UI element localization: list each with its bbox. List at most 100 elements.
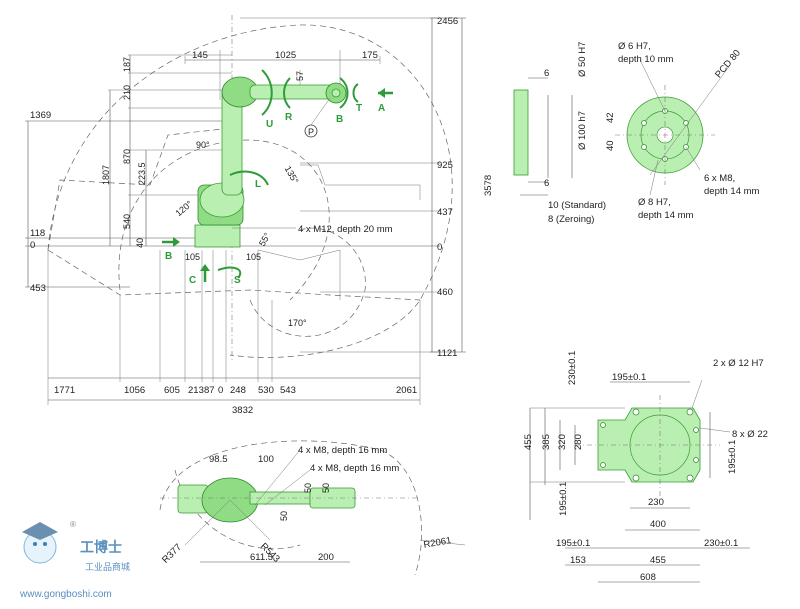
level-1121: 1121 [437, 348, 457, 359]
base-dim-385: 385 [541, 434, 552, 450]
top-dim-100: 100 [258, 454, 274, 465]
flange-pcd-label: PCD 80 [713, 48, 743, 81]
flange-hole-top-2: depth 10 mm [618, 54, 674, 65]
bottom-dim-2061: 2061 [396, 385, 417, 396]
axis-u-label: U [266, 119, 273, 130]
envelope-corner-2 [257, 249, 341, 300]
base-dim-230-left: 230±0.1 [567, 351, 578, 385]
flange-height-42: 42 [605, 112, 616, 123]
point-p-label: P [308, 127, 314, 137]
top-dim-50c: 50 [321, 483, 331, 493]
axis-b-base-label: B [165, 251, 172, 262]
base-dim-320: 320 [557, 434, 568, 450]
axis-arrows [217, 69, 359, 279]
flange-leader-d6 [639, 59, 666, 112]
axis-a-label: A [378, 103, 385, 114]
flange-m8-2: depth 14 mm [704, 186, 760, 197]
level-118: 118 [30, 228, 45, 239]
axis-b-base-arrowhead [173, 237, 180, 247]
flange-height-40: 40 [605, 140, 616, 151]
flange-bolt-holes [641, 108, 689, 162]
axis-t-arrow [352, 83, 359, 103]
top-dim-200: 200 [318, 552, 334, 563]
angle-90: 90° [196, 140, 210, 150]
level-0-left: 0 [30, 240, 35, 251]
base-dim-195-right: 195±0.1 [727, 440, 738, 474]
bottom-dim-ticks [47, 250, 421, 405]
axis-l-arrow [229, 170, 269, 186]
base-dim-195-left: 195±0.1 [558, 482, 569, 516]
flange-m8-1: 6 x M8, [704, 173, 735, 184]
top-dim-985: 98.5 [209, 454, 228, 465]
flange-note-zeroing: 8 (Zeroing) [548, 214, 594, 225]
base-leader-d12 [691, 379, 703, 409]
dim-870: 870 [122, 149, 132, 164]
dim-2235: 223.5 [137, 162, 147, 185]
base-dim-400: 400 [650, 519, 666, 530]
axis-b-label: B [336, 114, 343, 125]
bottom-dim-87: 87 [204, 385, 215, 396]
axis-c-label: C [189, 275, 196, 286]
top-view-envelope [159, 440, 422, 576]
side-view: 145 1025 175 57 187 210 870 223.5 540 40… [25, 15, 494, 416]
top-radius-r2061: R2061 [423, 535, 452, 551]
bottom-total-3832: 3832 [232, 405, 253, 416]
base-bottom-455: 455 [650, 555, 666, 566]
top-dim-6115: 611.5 [250, 552, 273, 563]
dim-57: 57 [295, 71, 305, 81]
top-dim-50a: 50 [279, 511, 289, 521]
mascot-eye-right [43, 542, 47, 546]
level-1369: 1369 [30, 110, 51, 121]
angle-55: 55° [257, 231, 273, 248]
watermark-sub: 工业品商城 [85, 561, 130, 573]
level-925: 925 [437, 160, 453, 171]
bottom-dim-213: 213 [188, 385, 204, 396]
base-leader-d22 [699, 427, 731, 433]
base-dim-105-right: 105 [246, 252, 261, 262]
flange-note-standard: 10 (Standard) [548, 200, 606, 211]
top-dim-50b: 50 [303, 483, 313, 493]
axis-r-label: R [285, 112, 293, 123]
flange-hole-top-1: Ø 6 H7, [618, 41, 651, 52]
flange-dim-6b: 6 [544, 178, 549, 189]
axis-b-arrow [339, 77, 349, 109]
dim-175: 175 [362, 50, 378, 61]
flange-view: 6 Ø 50 H7 Ø 100 h7 6 10 (Standard) 8 (Ze… [513, 41, 760, 225]
flange-leader-d8 [649, 159, 659, 196]
base-bottom-195: 195±0.1 [556, 538, 590, 549]
axis-r-arrow [283, 77, 291, 109]
envelope-corner [300, 164, 421, 200]
dim-1807: 1807 [101, 165, 111, 185]
axis-l-label: L [255, 179, 261, 190]
top-view: 98.5 100 50 50 50 611.5 200 4 x M8, dept… [159, 440, 466, 576]
bottom-dim-605: 605 [164, 385, 180, 396]
base-view: 2 x Ø 12 H7 8 x Ø 22 195±0.1 230±0.1 455… [523, 351, 768, 583]
dim-210: 210 [122, 85, 132, 100]
bottom-dim-0: 0 [218, 385, 223, 396]
dim-3578: 3578 [483, 175, 494, 196]
flange-dim-6a: 6 [544, 68, 549, 79]
flange-hole-bottom-2: depth 14 mm [638, 210, 694, 221]
angle-135: 135° [283, 164, 301, 185]
point-p-leader [310, 97, 331, 126]
bottom-dim-543: 543 [280, 385, 296, 396]
level-453: 453 [30, 283, 46, 294]
base-holes-side: 8 x Ø 22 [732, 429, 768, 440]
angle-120: 120° [173, 198, 194, 218]
flange-leader-m8 [685, 146, 701, 171]
watermark-logo: ® 工博士 工业品商城 www.gongboshi.com [19, 520, 130, 600]
robot-base [194, 224, 241, 248]
top-leader-1 [254, 449, 301, 506]
dim-1025: 1025 [275, 50, 296, 61]
axis-s-label: S [234, 275, 241, 286]
level-0-right: 0 [437, 242, 442, 253]
base-bottom-608: 608 [640, 572, 656, 583]
angle-170: 170° [288, 318, 307, 328]
watermark-reg: ® [70, 520, 76, 529]
base-dim-230-inner: 230 [648, 497, 664, 508]
base-top-dim: 195±0.1 [612, 372, 646, 383]
level-460: 460 [437, 287, 453, 298]
dim-540: 540 [122, 214, 132, 229]
level-437: 437 [437, 207, 453, 218]
flange-dim-d50: Ø 50 H7 [577, 42, 588, 77]
